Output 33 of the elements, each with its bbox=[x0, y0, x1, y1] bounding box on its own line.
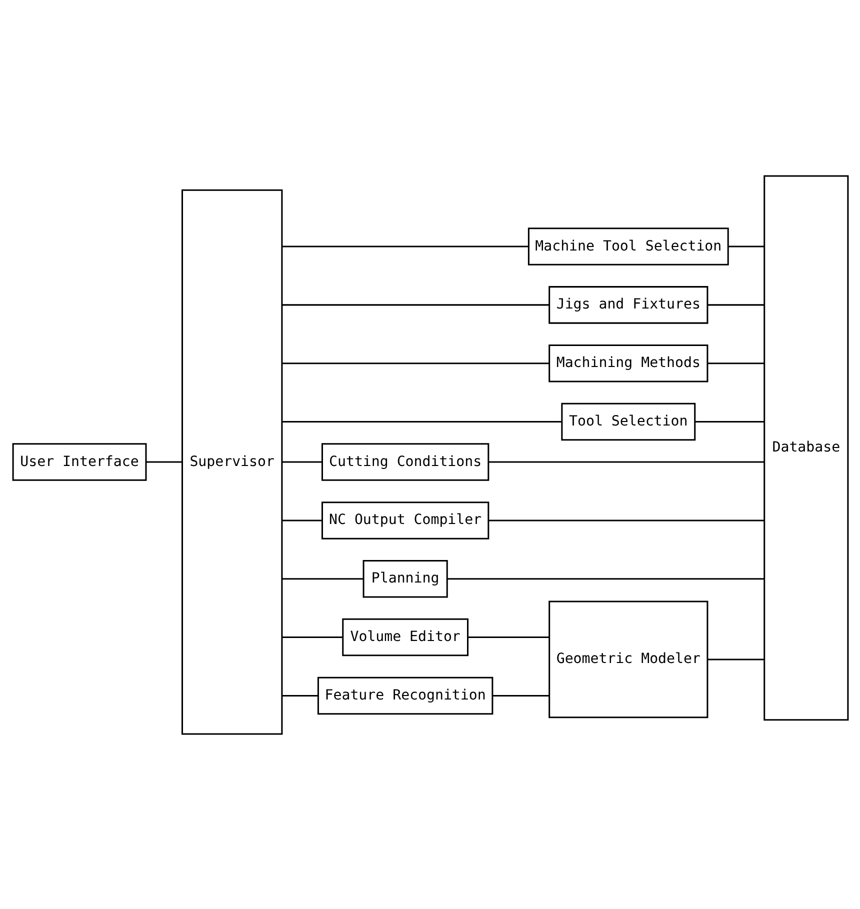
connector bbox=[446, 578, 764, 580]
connector bbox=[492, 694, 549, 696]
node-box: Supervisor bbox=[181, 188, 282, 734]
connector bbox=[282, 519, 322, 521]
connector bbox=[694, 420, 764, 422]
node-box: Feature Recognition bbox=[316, 676, 493, 714]
connector bbox=[468, 636, 549, 638]
connector bbox=[707, 304, 764, 306]
connector bbox=[282, 245, 528, 247]
node-box: Geometric Modeler bbox=[548, 600, 708, 718]
node-box: Planning bbox=[362, 560, 448, 598]
node-box: Cutting Conditions bbox=[320, 442, 489, 480]
node-box: NC Output Compiler bbox=[320, 501, 489, 539]
node-box: Database bbox=[763, 174, 848, 720]
node-box: Tool Selection bbox=[560, 402, 696, 440]
connector bbox=[146, 460, 182, 462]
connector bbox=[707, 362, 764, 364]
connector bbox=[282, 362, 549, 364]
connector bbox=[488, 460, 764, 462]
connector bbox=[282, 304, 549, 306]
connector bbox=[282, 460, 322, 462]
node-box: User Interface bbox=[12, 442, 146, 480]
connector bbox=[707, 658, 764, 660]
connector bbox=[282, 578, 364, 580]
node-box: Jigs and Fixtures bbox=[548, 286, 708, 324]
node-box: Machining Methods bbox=[548, 344, 708, 382]
connector bbox=[282, 636, 342, 638]
node-box: Machine Tool Selection bbox=[527, 227, 728, 265]
connector bbox=[282, 694, 318, 696]
connector bbox=[282, 420, 562, 422]
node-box: Volume Editor bbox=[342, 618, 468, 656]
connector bbox=[728, 245, 764, 247]
connector bbox=[488, 519, 764, 521]
